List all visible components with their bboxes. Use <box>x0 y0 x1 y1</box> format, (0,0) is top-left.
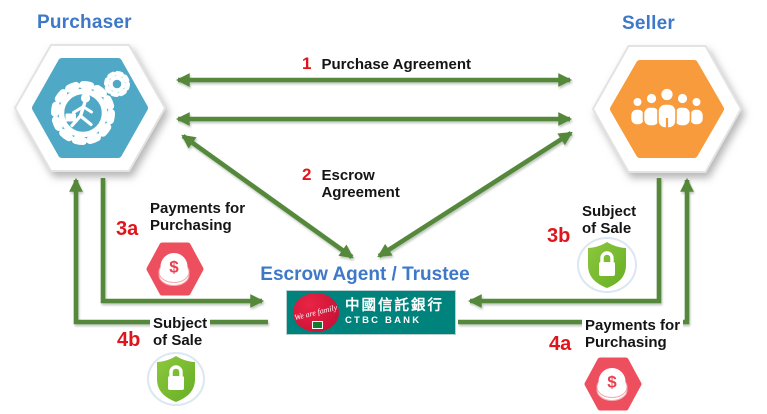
we-are-family-emblem: We are family <box>293 293 339 332</box>
flow-1-label: 1 Purchase Agreement <box>302 55 474 74</box>
purchaser-title: Purchaser <box>37 12 132 33</box>
flow-3b-number: 3b <box>547 225 571 247</box>
arrow-4a-payments-escrow-to-seller <box>458 177 694 325</box>
arrow-escrow-agreement-seller <box>377 131 573 258</box>
businessman-gear-icon <box>51 71 130 145</box>
flow-4a-line2: Purchasing <box>585 334 667 352</box>
flow-3a-line1: Payments for <box>150 200 246 217</box>
bank-tagline: We are family <box>293 302 339 322</box>
seller-title: Seller <box>622 13 675 34</box>
bank-name-chinese: 中國信託銀行 <box>345 297 444 314</box>
dollar-sign: $ <box>607 373 617 392</box>
purchaser-node <box>14 44 166 172</box>
lock-shield-icon-3b <box>577 237 637 293</box>
flow-3a-line2: Purchasing <box>150 217 232 235</box>
people-group-icon <box>629 87 705 129</box>
escrow-agent-title: Escrow Agent / Trustee <box>260 264 470 285</box>
lock-shield-icon-4b <box>147 352 205 406</box>
money-coin-icon-3a: $ <box>146 242 204 296</box>
flow-1-text: Purchase Agreement <box>321 56 471 73</box>
flow-4b-number: 4b <box>117 329 141 351</box>
flow-3a-number: 3a <box>116 218 139 240</box>
dollar-sign: $ <box>169 258 179 277</box>
flow-4a-line1: Payments for <box>585 317 681 334</box>
arrow-escrow-agreement-purchaser <box>181 134 354 259</box>
arrow-3a-payments-purchaser-to-escrow <box>100 178 265 308</box>
flow-2-line1: Escrow <box>321 167 375 184</box>
flow-1-number: 1 <box>302 54 312 73</box>
flow-2-number: 2 <box>302 165 312 184</box>
flow-4b-line2: of Sale <box>153 332 203 350</box>
arrow-3b-subject-seller-to-escrow <box>467 178 662 308</box>
bank-name-english: CTBC BANK <box>345 314 422 326</box>
flow-3b-line1: Subject <box>582 203 637 220</box>
seller-node <box>592 45 742 173</box>
bank-names: 中國信託銀行 CTBC BANK <box>345 297 444 326</box>
flow-4b-line1: Subject <box>153 315 208 332</box>
flow-4a-number: 4a <box>549 333 572 355</box>
bank-flag-mark <box>312 321 323 329</box>
flow-3b-line2: of Sale <box>582 220 632 238</box>
flow-2-line2: Agreement <box>321 184 400 202</box>
money-coin-icon-4a: $ <box>584 357 642 411</box>
ctbc-bank-logo: We are family 中國信託銀行 CTBC BANK <box>287 291 455 334</box>
